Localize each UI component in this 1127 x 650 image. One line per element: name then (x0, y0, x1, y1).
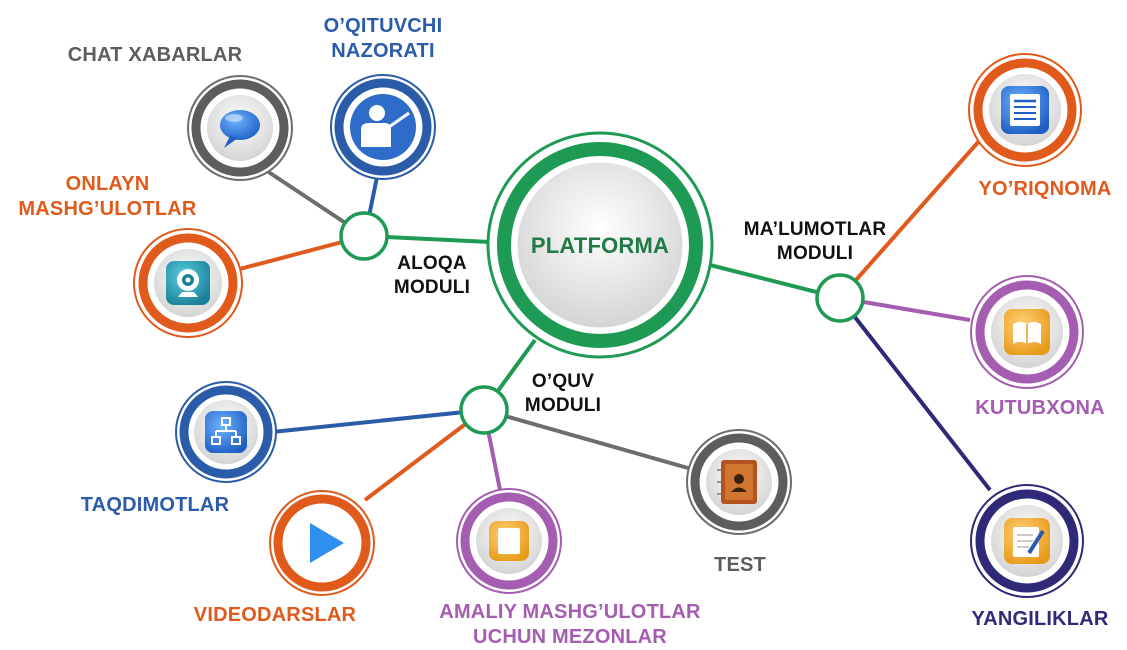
chat-bubble-icon (220, 110, 260, 148)
test-label: TEST (714, 554, 766, 576)
taqdimotlar-label: TAQDIMOTLAR (80, 494, 230, 516)
play-icon (310, 523, 344, 563)
line-malumotlar-yangiliklar (838, 296, 992, 492)
document-list-icon (1001, 86, 1049, 134)
junction-aloqa (339, 211, 389, 261)
videodarslar-label: VIDEODARSLAR (193, 604, 357, 626)
contact-book-icon (717, 460, 757, 504)
line-malumotlar-yoriqnoma (838, 138, 982, 300)
line-oquv-taqdimotlar (271, 408, 485, 434)
platform-node (486, 131, 714, 359)
tablet-icon (489, 521, 529, 561)
node-taqdimotlar[interactable] (175, 381, 277, 483)
line-oquv-test (483, 408, 696, 472)
note-pen-icon (1004, 518, 1050, 564)
node-yoriqnoma[interactable] (968, 53, 1082, 167)
node-videodarslar[interactable] (269, 490, 375, 596)
hierarchy-icon (205, 411, 247, 453)
node-chat[interactable] (187, 75, 293, 181)
node-test[interactable] (686, 429, 792, 535)
yoriqnoma-label: YO’RIQNOMA (978, 178, 1112, 200)
book-icon (1004, 309, 1050, 355)
line-oquv-videodarslar (363, 408, 486, 502)
node-onlayn[interactable] (133, 228, 243, 338)
chat-label: CHAT XABARLAR (67, 44, 243, 66)
webcam-icon (166, 261, 210, 305)
node-oqituvchi[interactable] (330, 74, 436, 180)
teacher-icon (361, 105, 410, 147)
yangiliklar-label: YANGILIKLAR (971, 608, 1109, 630)
node-kutubxona[interactable] (970, 275, 1084, 389)
kutubxona-label: KUTUBXONA (975, 397, 1105, 419)
node-yangiliklar[interactable] (970, 484, 1084, 598)
platform-label: PLATFORMA (530, 233, 670, 258)
junction-malumotlar (815, 273, 865, 323)
junction-oquv (459, 385, 509, 435)
node-amaliy[interactable] (456, 488, 562, 594)
